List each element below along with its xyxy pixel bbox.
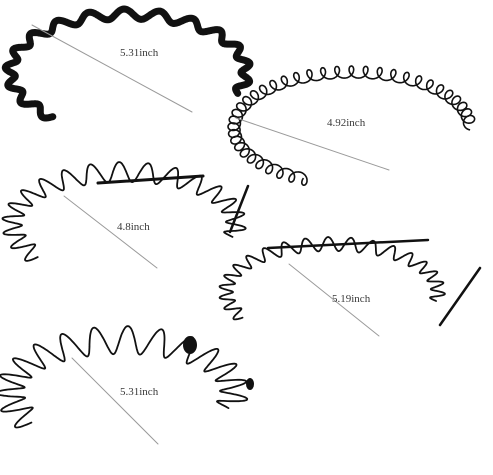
coil-wire — [227, 65, 476, 186]
end-tip — [228, 184, 250, 234]
measure-line — [235, 117, 390, 171]
measure-label-big-wave: 5.31inch — [120, 386, 159, 398]
band-wire — [218, 236, 446, 321]
band-wire — [0, 325, 249, 429]
wave-headband-with-tip — [1, 161, 250, 269]
end-tip — [183, 336, 197, 354]
end-tip — [96, 174, 205, 185]
measure-line — [71, 357, 159, 445]
measure-line — [31, 24, 193, 113]
big-wave-headband — [0, 325, 254, 445]
band-wire — [1, 5, 254, 122]
measure-label-small-wave: 5.19inch — [332, 293, 371, 305]
spring-coil-headband — [227, 65, 476, 186]
end-tip — [438, 266, 482, 327]
small-wave-headband-with-tip — [218, 236, 482, 337]
end-tip — [246, 378, 254, 390]
measure-label-wave-with-tip: 4.8inch — [117, 221, 150, 233]
measure-line — [288, 263, 380, 337]
end-tip — [266, 238, 430, 250]
thick-wave-headband — [1, 5, 254, 122]
band-wire — [1, 161, 247, 262]
measure-label-thick-wave: 5.31inch — [120, 47, 159, 59]
measure-line — [63, 195, 158, 269]
measure-label-spring-coil: 4.92inch — [327, 117, 366, 129]
